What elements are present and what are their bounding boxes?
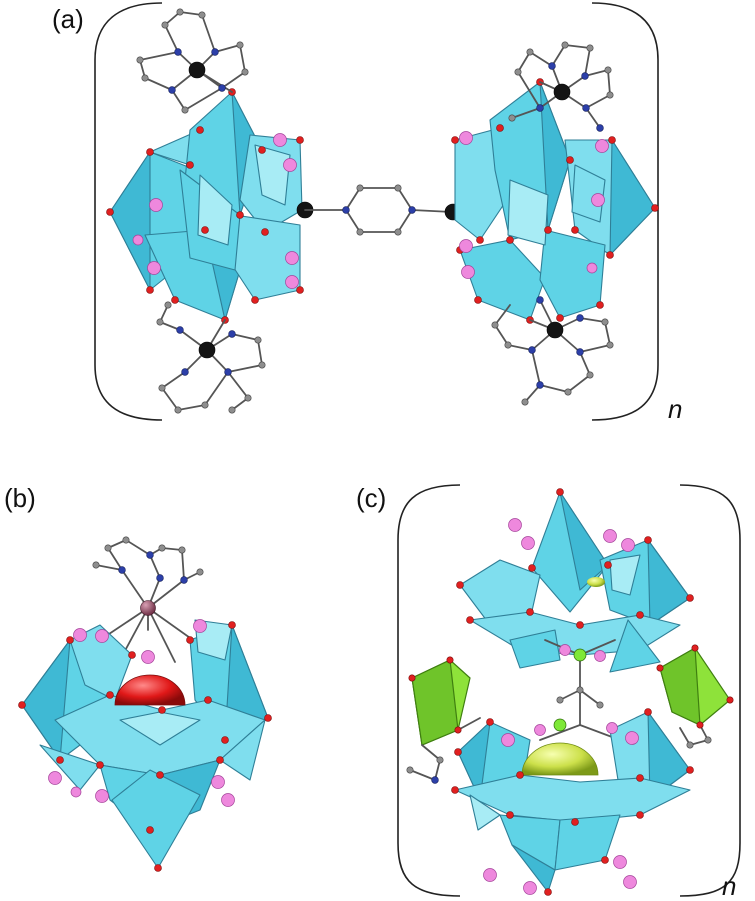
polyoxometalate-cluster-c-top xyxy=(459,491,691,673)
oxygen-atoms-b xyxy=(18,621,272,872)
polyhedron xyxy=(609,554,641,596)
polyhedron xyxy=(109,151,151,291)
polyoxometalate-cluster-left xyxy=(109,91,303,321)
bridging-linker xyxy=(304,184,453,236)
polyhedron xyxy=(511,844,556,893)
polyhedron xyxy=(469,794,501,831)
metal-center xyxy=(546,321,564,339)
metal-center xyxy=(140,600,156,616)
bridging-atoms-left xyxy=(132,133,299,289)
green-polyhedron-right xyxy=(656,644,734,749)
panel-a-left-bracket xyxy=(94,2,163,421)
polyhedron xyxy=(647,539,691,626)
bridging-atoms-b xyxy=(48,619,235,807)
central-linker-c xyxy=(539,639,621,741)
panel-b: (b) xyxy=(4,483,272,872)
central-sphere-c-bottom xyxy=(521,742,599,776)
oxygen-atoms-c xyxy=(451,488,694,896)
polyoxometalate-cluster-right xyxy=(454,81,656,321)
metal-center xyxy=(188,61,206,79)
polyhedron xyxy=(111,769,201,869)
polyhedron xyxy=(539,229,606,319)
macrocycle-ligand-right-bottom xyxy=(491,296,614,406)
panel-c-right-bracket xyxy=(679,484,741,897)
panel-a: (a) n xyxy=(52,2,682,424)
polyhedron xyxy=(609,139,656,256)
central-sphere-b xyxy=(114,674,186,706)
panel-c-repeat-n: n xyxy=(722,871,736,901)
polyhedron xyxy=(21,639,71,761)
polyhedron xyxy=(219,719,266,781)
central-sphere-c-top xyxy=(587,577,605,587)
macrocycle-ligand-right-top xyxy=(508,41,614,132)
polyhedron xyxy=(457,721,491,801)
polyhedron xyxy=(571,164,606,223)
panel-b-label: (b) xyxy=(4,483,36,513)
polyhedron xyxy=(554,814,621,871)
bridging-atoms-right xyxy=(459,131,609,279)
metal-center xyxy=(553,83,571,101)
panel-c: (c) n xyxy=(356,483,741,901)
oxygen-atoms-right xyxy=(451,78,659,324)
macrocycle-ligand-left-bottom xyxy=(156,301,266,414)
polyhedron xyxy=(119,711,201,746)
polyhedron xyxy=(69,624,133,701)
polyhedron xyxy=(254,144,291,206)
macrocycle-ligand-left-top xyxy=(136,8,249,114)
panel-a-repeat-n: n xyxy=(668,394,682,424)
polyhedron xyxy=(609,619,661,673)
panel-a-right-bracket xyxy=(591,2,659,421)
polyhedron xyxy=(509,629,561,669)
polyoxometalate-cluster-b xyxy=(21,619,269,869)
green-polyhedron-left xyxy=(406,656,481,784)
bridging-atoms-c xyxy=(483,518,639,895)
polyhedron xyxy=(39,744,101,791)
panel-c-left-bracket xyxy=(397,484,461,897)
metal-center xyxy=(198,341,216,359)
polyoxometalate-cluster-c-bottom xyxy=(454,711,691,893)
panel-c-label: (c) xyxy=(356,483,386,513)
polyhedron xyxy=(507,179,549,246)
panel-a-label: (a) xyxy=(52,4,84,34)
polyhedron xyxy=(459,239,546,321)
polyhedron xyxy=(539,81,571,231)
